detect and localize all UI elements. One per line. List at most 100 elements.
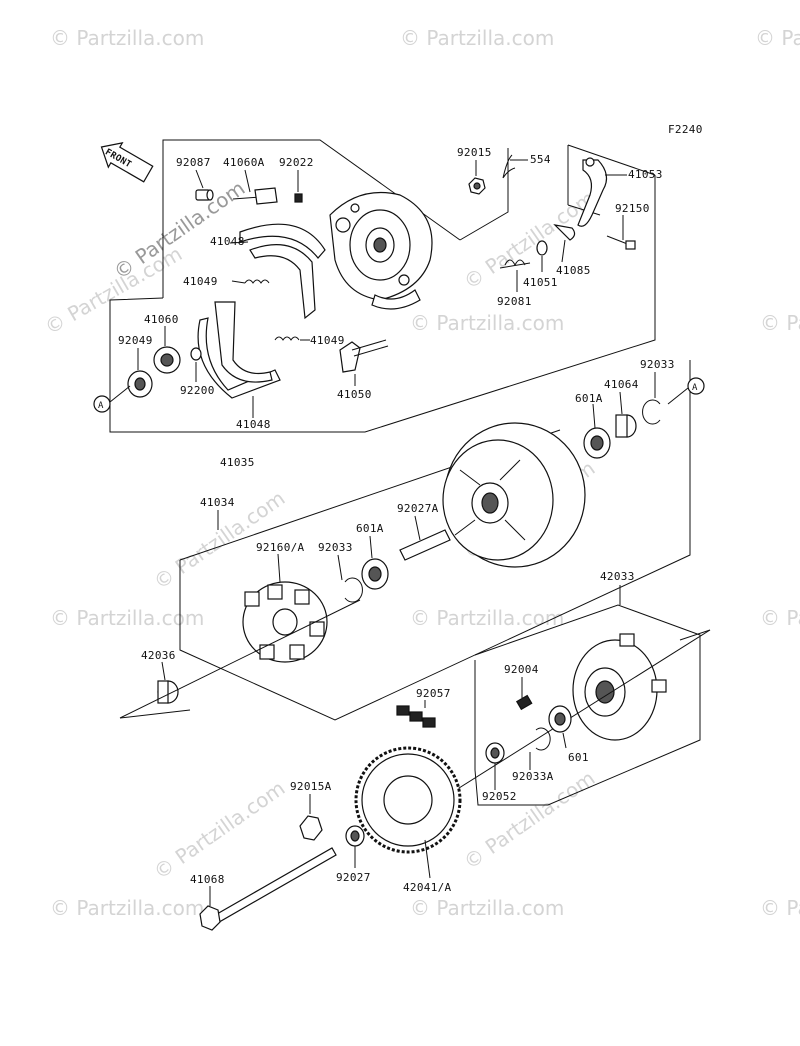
label-41034: 41034 (200, 496, 235, 509)
label-92087: 92087 (176, 156, 211, 169)
spring-41049-lower (274, 336, 300, 341)
ref-marker-right: A (667, 377, 705, 405)
axle-41068 (199, 847, 337, 931)
part-92022 (294, 193, 303, 203)
part-41051 (536, 240, 548, 256)
label-92033-mid: 92033 (318, 541, 353, 554)
label-41048-upper: 41048 (210, 235, 245, 248)
watermark: © Partzilla.com (410, 311, 564, 335)
part-41060A (232, 187, 278, 205)
nut-92015A (299, 815, 323, 841)
ref-marker-left: A (93, 385, 131, 413)
chain-92057 (396, 705, 436, 728)
part-92049 (127, 370, 153, 398)
watermark: © Partzilla.com (400, 26, 554, 50)
sprocket-group-outline (474, 604, 701, 806)
label-601: 601 (568, 751, 589, 764)
label-92027: 92027 (336, 871, 371, 884)
part-92087 (195, 189, 214, 201)
front-arrow-icon: FRONT (100, 142, 154, 183)
label-92004: 92004 (504, 663, 539, 676)
label-41068: 41068 (190, 873, 225, 886)
circlip-92033-mid (344, 577, 363, 603)
circlip-92033A (535, 727, 551, 751)
washer-92052 (485, 742, 505, 764)
part-41060 (153, 346, 181, 374)
label-92049: 92049 (118, 334, 153, 347)
bearing-601A-mid (361, 558, 389, 590)
label-41048-lower: 41048 (236, 418, 271, 431)
label-41053: 41053 (628, 168, 663, 181)
leader-lines (137, 159, 656, 906)
collar-42036 (157, 680, 179, 704)
circlip-92033-top (642, 399, 661, 425)
label-41051: 41051 (523, 276, 558, 289)
label-92200: 92200 (180, 384, 215, 397)
watermark: © Partzilla.com (760, 311, 800, 335)
part-41053 (577, 157, 608, 227)
bearing-601A-top (583, 427, 611, 459)
part-92015 (468, 177, 486, 195)
watermark: © Partzilla.com (50, 26, 204, 50)
axle-line-mid (119, 599, 361, 719)
sleeve-92027A (399, 529, 451, 561)
label-92150: 92150 (615, 202, 650, 215)
damper-92160A (242, 581, 328, 663)
part-41085 (553, 224, 576, 241)
label-92081: 92081 (497, 295, 532, 308)
label-92015A: 92015A (290, 780, 332, 793)
label-92027A: 92027A (397, 502, 439, 515)
label-92033A: 92033A (512, 770, 554, 783)
watermark: © Partzilla.com (755, 26, 800, 50)
collar-41064 (615, 414, 637, 438)
stud-92004 (515, 694, 533, 711)
label-41085: 41085 (556, 264, 591, 277)
part-41050 (339, 339, 389, 373)
part-92150 (606, 235, 636, 250)
label-92052: 92052 (482, 790, 517, 803)
label-92160A: 92160/A (256, 541, 305, 554)
watermark: © Partzilla.com (50, 606, 204, 630)
sprocket-42041A (354, 746, 462, 854)
watermark: © Partzilla.com (760, 896, 800, 920)
brake-panel-outline (109, 139, 656, 433)
part-554 (502, 154, 516, 179)
label-601A-top: 601A (575, 392, 603, 405)
part-92081 (499, 259, 531, 269)
bearing-601 (548, 705, 572, 733)
label-42036: 42036 (141, 649, 176, 662)
watermark: © Partzilla.com (109, 176, 249, 284)
wheel-hub (442, 422, 586, 568)
label-42041A: 42041/A (403, 881, 452, 894)
watermark: © Partzilla.com (149, 776, 289, 884)
collar-92027 (345, 825, 365, 847)
axle-line-lower (439, 629, 711, 801)
label-601A-mid: 601A (356, 522, 384, 535)
brake-panel (329, 191, 433, 310)
label-41049-lower: 41049 (310, 334, 345, 347)
ref-marker-right-label: A (692, 383, 698, 393)
label-41049-upper: 41049 (183, 275, 218, 288)
watermark: © Partzilla.com (410, 606, 564, 630)
watermark: © Partzilla.com (410, 896, 564, 920)
label-41050: 41050 (337, 388, 372, 401)
label-92057: 92057 (416, 687, 451, 700)
label-41035: 41035 (220, 456, 255, 469)
brake-shoe-lower (197, 301, 281, 399)
label-92033-top: 92033 (640, 358, 675, 371)
label-41064: 41064 (604, 378, 639, 391)
label-92015: 92015 (457, 146, 492, 159)
part-labels: 92087 41060A 92022 92015 554 41053 41048… (118, 146, 675, 894)
brake-shoe-upper (239, 223, 326, 320)
label-554: 554 (530, 153, 551, 166)
watermark: © Partzilla.com (760, 606, 800, 630)
label-41060A: 41060A (223, 156, 265, 169)
part-92200 (190, 347, 202, 361)
diagram-code: F2240 (668, 123, 703, 136)
label-41060: 41060 (144, 313, 179, 326)
label-92022: 92022 (279, 156, 314, 169)
spring-41049-upper (244, 279, 270, 284)
label-42033: 42033 (600, 570, 635, 583)
ref-marker-left-label: A (98, 401, 104, 411)
